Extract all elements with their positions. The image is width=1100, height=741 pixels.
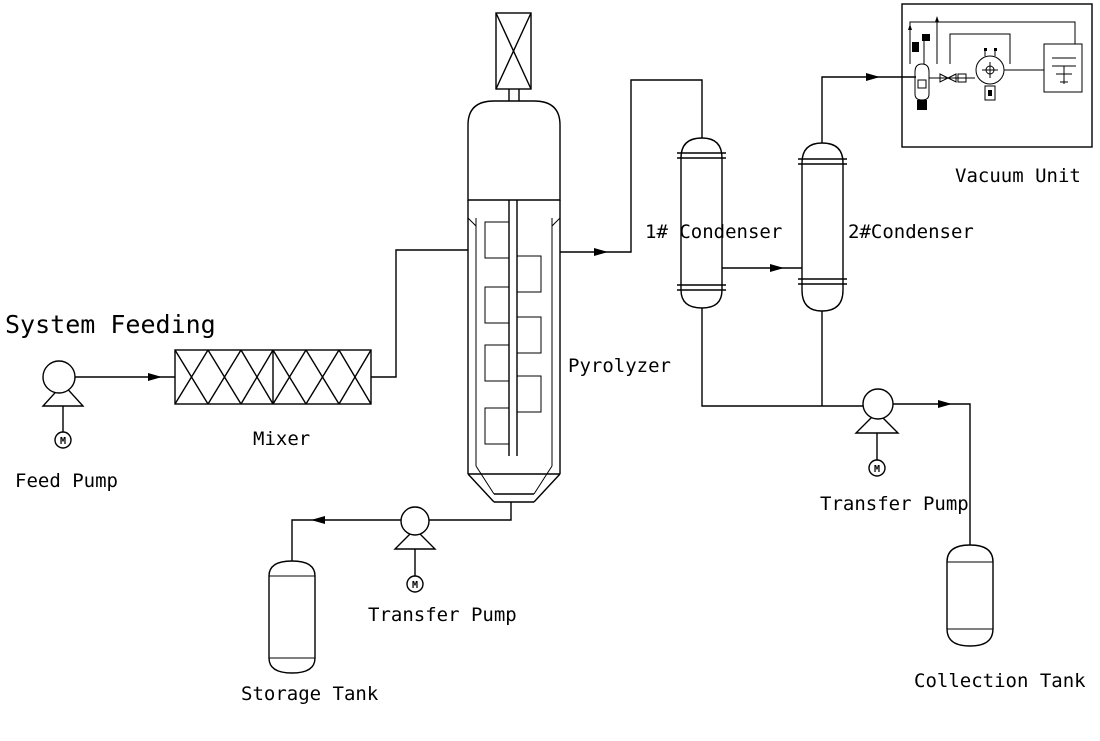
condenser-1-label: 1# Condenser xyxy=(645,221,782,243)
condensate-header-line xyxy=(701,308,864,407)
vapour-line xyxy=(560,79,703,256)
condenser-link-line xyxy=(722,264,802,272)
right-transfer-pump-label: Transfer Pump xyxy=(820,493,969,515)
vacuum-line xyxy=(821,73,916,143)
vacuum-unit xyxy=(901,3,1093,148)
feed-pump: M xyxy=(41,360,85,449)
feed-line xyxy=(75,373,175,381)
bottom-pump-motor-symbol: M xyxy=(412,580,418,591)
collection-tank xyxy=(946,544,994,647)
system-feeding-label: System Feeding xyxy=(5,310,216,339)
feed-pump-label: Feed Pump xyxy=(15,470,118,492)
storage-tank xyxy=(268,560,316,674)
storage-line xyxy=(291,516,401,561)
pyrolyzer-label: Pyrolyzer xyxy=(568,355,671,377)
collection-tank-label: Collection Tank xyxy=(914,670,1086,692)
condenser-2 xyxy=(798,142,847,312)
pyrolyzer xyxy=(467,12,561,503)
condenser-2-label: 2#Condenser xyxy=(848,221,974,243)
mixer-outlet-line xyxy=(371,249,468,378)
residue-discharge-line xyxy=(425,502,512,521)
right-transfer-pump: M xyxy=(854,388,900,477)
right-pump-motor-symbol: M xyxy=(874,464,880,475)
storage-tank-label: Storage Tank xyxy=(241,683,379,705)
collection-line xyxy=(893,400,971,545)
feed-pump-motor-symbol: M xyxy=(60,436,66,447)
vacuum-unit-label: Vacuum Unit xyxy=(955,165,1081,187)
bottom-transfer-pump: M xyxy=(393,506,437,593)
condenser-1 xyxy=(677,137,726,309)
mixer-label: Mixer xyxy=(253,428,310,450)
mixer xyxy=(174,349,372,405)
bottom-transfer-pump-label: Transfer Pump xyxy=(368,604,517,626)
